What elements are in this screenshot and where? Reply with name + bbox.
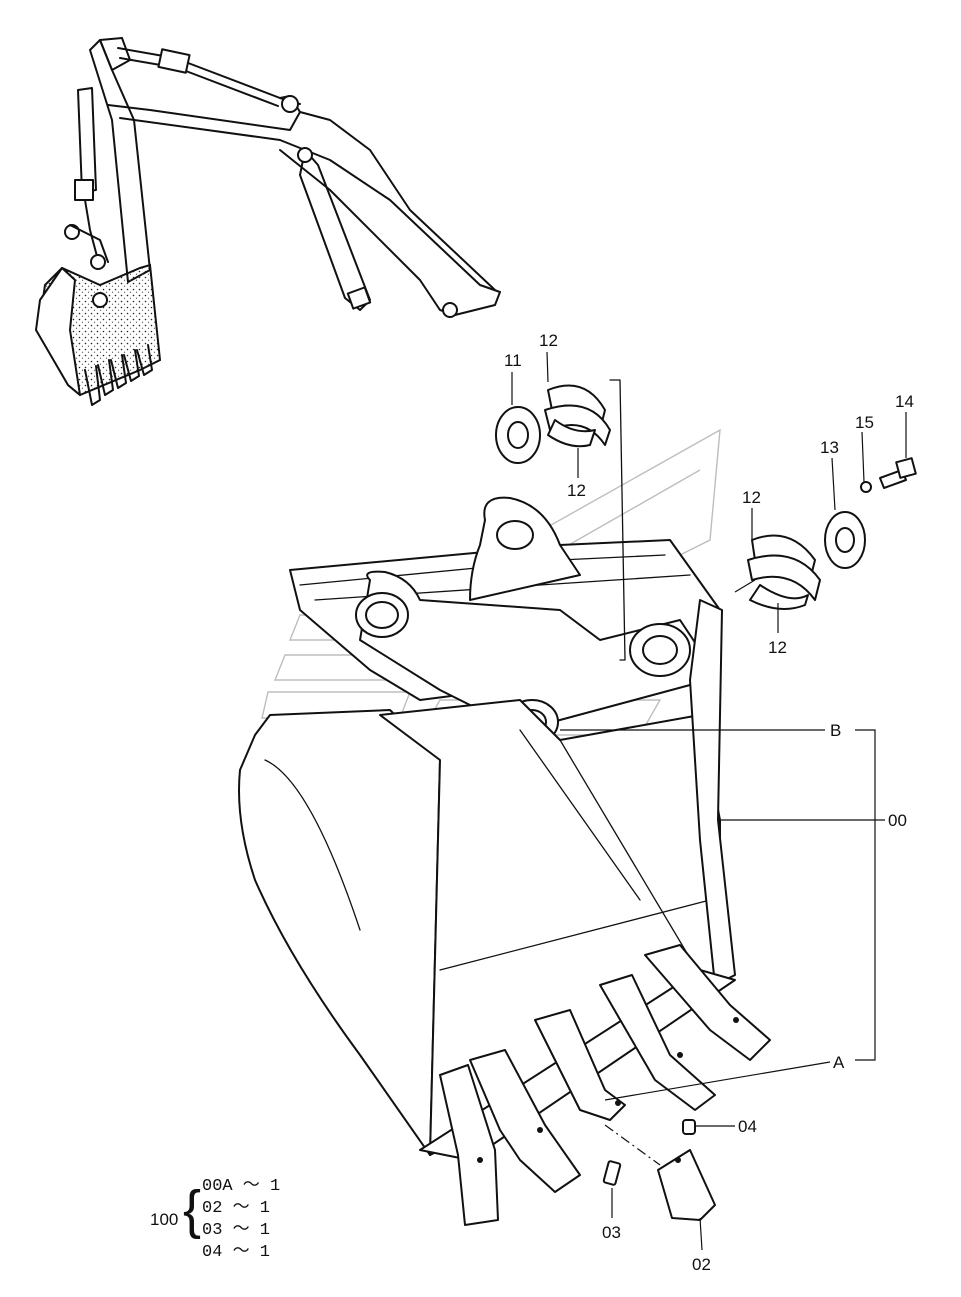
callout-A: A [833,1053,845,1072]
callout-00: 00 [888,811,907,830]
shim-set-right [747,457,917,610]
kit-number: 100 [150,1210,178,1229]
pin-part-03 [602,1160,622,1186]
callout-12-upper-bottom: 12 [567,481,586,500]
callout-B: B [830,721,841,740]
kit-line-3: 03 ～ 1 [202,1221,270,1240]
lock-part-04 [682,1119,696,1135]
callout-15: 15 [855,413,874,432]
excavator-arm-icon [35,37,501,406]
kit-brace: { [183,1180,201,1240]
callout-04: 04 [738,1117,757,1136]
callout-11: 11 [504,351,522,370]
callout-12-right-bottom: 12 [768,638,787,657]
callout-13: 13 [820,438,839,457]
callout-14: 14 [895,392,914,411]
bucket-assembly [238,496,771,1226]
kit-line-4: 04 ～ 1 [202,1243,270,1262]
leader-lines [511,351,907,1251]
tooth-part-02 [657,1149,716,1221]
shim-set-upper [495,379,626,661]
bucket-teeth [439,944,771,1226]
kit-line-2: 02 ～ 1 [202,1199,270,1218]
callout-12-right-top: 12 [742,488,761,507]
callout-02: 02 [692,1255,711,1274]
callout-12-top: 12 [539,331,558,350]
kit-list: 100 { 00A ～ 1 02 ～ 1 03 ～ 1 04 ～ 1 [150,1177,280,1262]
kit-line-1: 00A ～ 1 [202,1177,280,1196]
callout-03: 03 [602,1223,621,1242]
